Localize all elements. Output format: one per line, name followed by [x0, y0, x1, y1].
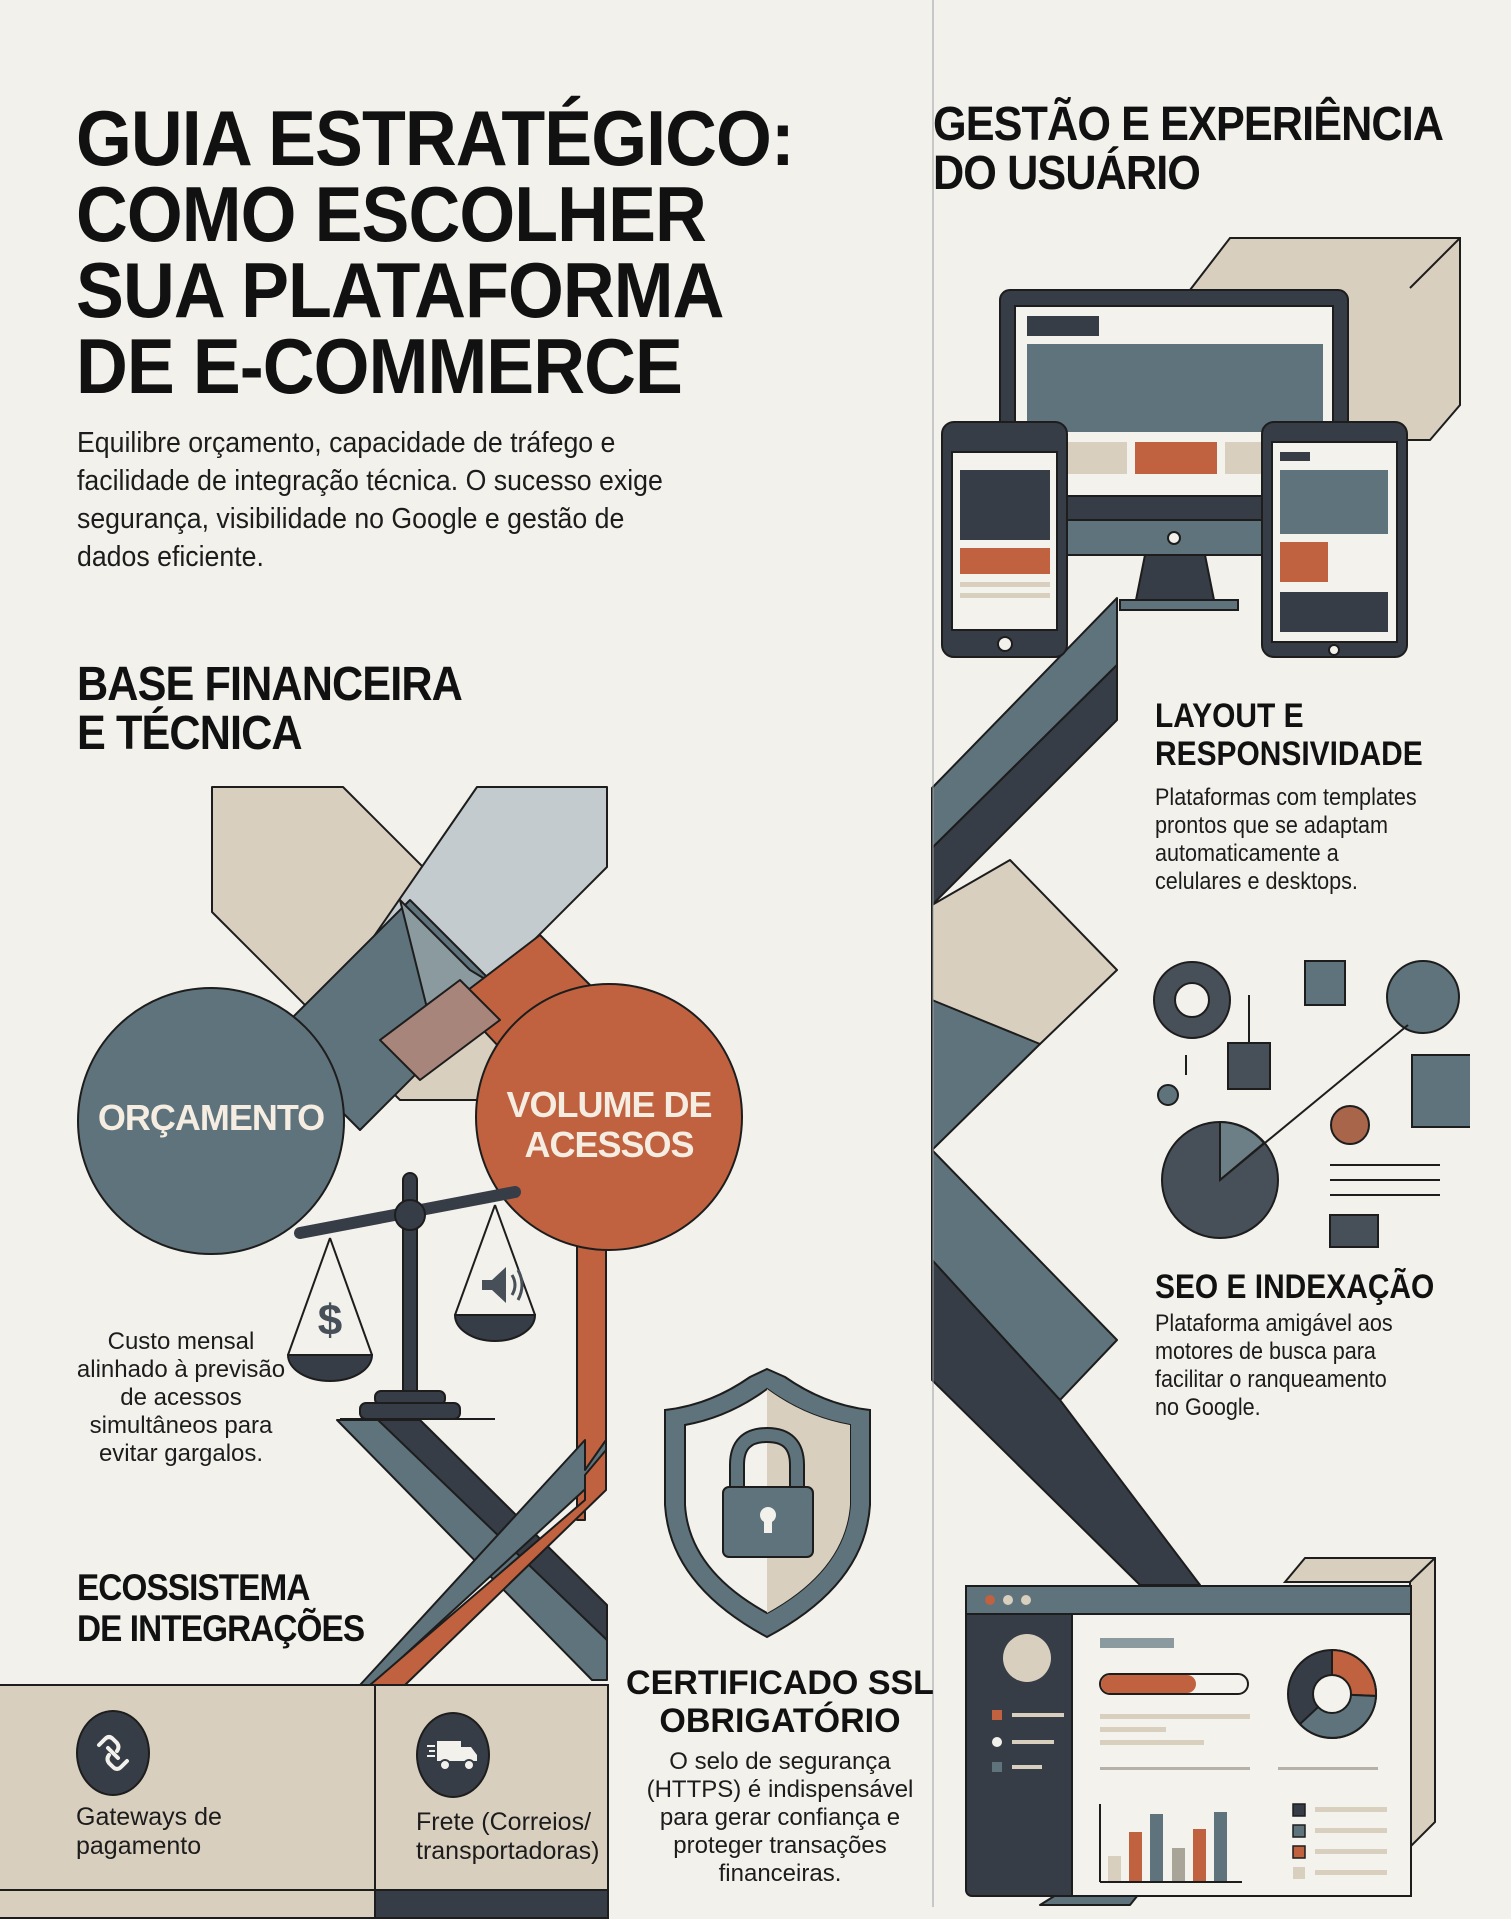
integration-panel-shipping [374, 1684, 609, 1891]
heading-line: BASE FINANCEIRA [77, 658, 463, 711]
seo-section-title: SEO E INDEXAÇÃO [1155, 1268, 1434, 1306]
desc-line: proteger transações [673, 1832, 887, 1859]
heading-line: CERTIFICADO SSL [626, 1664, 934, 1702]
title-line: GUIA ESTRATÉGICO: [76, 94, 795, 182]
speaker-icon [482, 1267, 524, 1303]
shield-lock-icon [664, 1367, 871, 1639]
volume-acessos-label: VOLUME DE ACESSOS [475, 1085, 743, 1165]
integrations-section-title: ECOSSISTEMA DE INTEGRAÇÕES [77, 1567, 365, 1649]
desc-line: simultâneos para [89, 1412, 273, 1439]
intro-line: facilidade de integração técnica. O suce… [77, 465, 663, 497]
heading-line: RESPONSIVIDADE [1155, 735, 1423, 773]
desc-line: facilitar o ranqueamento [1155, 1366, 1387, 1393]
ssl-section-title: CERTIFICADO SSL OBRIGATÓRIO [620, 1664, 940, 1740]
dollar-icon: $ [318, 1296, 342, 1345]
intro-line: segurança, visibilidade no Google e gest… [77, 503, 625, 535]
base-section-title: BASE FINANCEIRA E TÉCNICA [77, 658, 463, 760]
responsive-devices-illustration [941, 237, 1461, 658]
heading-line: LAYOUT E [1155, 697, 1304, 735]
dashboard-illustration [965, 1557, 1436, 1897]
intro-line: Equilibre orçamento, capacidade de tráfe… [77, 427, 616, 459]
panel-bottom-right [374, 1889, 609, 1919]
desc-line: alinhado à previsão [76, 1356, 286, 1383]
volume-acessos-circle [475, 983, 743, 1251]
truck-icon [416, 1712, 490, 1798]
desc-line: O selo de segurança [669, 1748, 891, 1775]
payment-gateways-label: Gateways de pagamento [76, 1803, 222, 1861]
desc-line: evitar gargalos. [98, 1440, 264, 1467]
label-line: transportadoras) [416, 1837, 600, 1865]
desc-line: automaticamente a [1155, 840, 1339, 867]
ssl-description: O selo de segurança (HTTPS) é indispensá… [620, 1748, 940, 1888]
label-line: Frete (Correios/ [416, 1808, 592, 1836]
budget-description: Custo mensal alinhado à previsão de aces… [66, 1328, 296, 1468]
desc-line: de acessos [120, 1384, 242, 1411]
desc-line: financeiras. [718, 1860, 842, 1887]
layout-section-title: LAYOUT E RESPONSIVIDADE [1155, 697, 1423, 773]
intro-paragraph: Equilibre orçamento, capacidade de tráfe… [77, 424, 739, 576]
integration-panel-payment [0, 1684, 376, 1891]
link-icon [76, 1710, 150, 1796]
circle-label-line: ORÇAMENTO [97, 1097, 325, 1138]
intro-line: dados eficiente. [77, 541, 264, 573]
heading-line: GESTÃO E EXPERIÊNCIA [933, 98, 1444, 151]
title-line: COMO ESCOLHER [76, 170, 707, 258]
label-line: Gateways de [76, 1803, 222, 1831]
desc-line: Plataformas com templates [1155, 784, 1417, 811]
layout-description: Plataformas com templates prontos que se… [1155, 784, 1417, 896]
desc-line: motores de busca para [1155, 1338, 1376, 1365]
circle-label-line: VOLUME DE [506, 1084, 712, 1125]
seo-description: Plataforma amigável aos motores de busca… [1155, 1310, 1393, 1422]
desc-line: celulares e desktops. [1155, 868, 1358, 895]
title-line: SUA PLATAFORMA [76, 246, 724, 334]
circle-label-line: ACESSOS [524, 1124, 694, 1165]
orcamento-circle [77, 987, 345, 1255]
orcamento-label: ORÇAMENTO [77, 1098, 345, 1138]
balance-scale-icon: $ [286, 1172, 537, 1420]
column-divider [932, 0, 934, 1907]
seo-shapes-illustration [1153, 960, 1470, 1248]
panel-bottom-left [0, 1889, 376, 1919]
shipping-label: Frete (Correios/ transportadoras) [416, 1808, 599, 1866]
desc-line: Custo mensal [107, 1328, 255, 1355]
heading-line: ECOSSISTEMA [77, 1567, 310, 1608]
desc-line: prontos que se adaptam [1155, 812, 1388, 839]
page-title: GUIA ESTRATÉGICO: COMO ESCOLHER SUA PLAT… [76, 94, 904, 410]
heading-line: DE INTEGRAÇÕES [77, 1608, 365, 1649]
heading-line: E TÉCNICA [77, 707, 303, 760]
desc-line: para gerar confiança e [659, 1804, 901, 1831]
heading-line: OBRIGATÓRIO [659, 1702, 901, 1740]
title-line: DE E-COMMERCE [76, 322, 683, 410]
heading-line: DO USUÁRIO [933, 147, 1201, 200]
desc-line: Plataforma amigável aos [1155, 1310, 1393, 1337]
right-column-title: GESTÃO E EXPERIÊNCIA DO USUÁRIO [933, 98, 1444, 200]
label-line: pagamento [76, 1832, 202, 1860]
desc-line: (HTTPS) é indispensável [646, 1776, 914, 1803]
desc-line: no Google. [1155, 1394, 1261, 1421]
heading-line: SEO E INDEXAÇÃO [1155, 1268, 1435, 1306]
